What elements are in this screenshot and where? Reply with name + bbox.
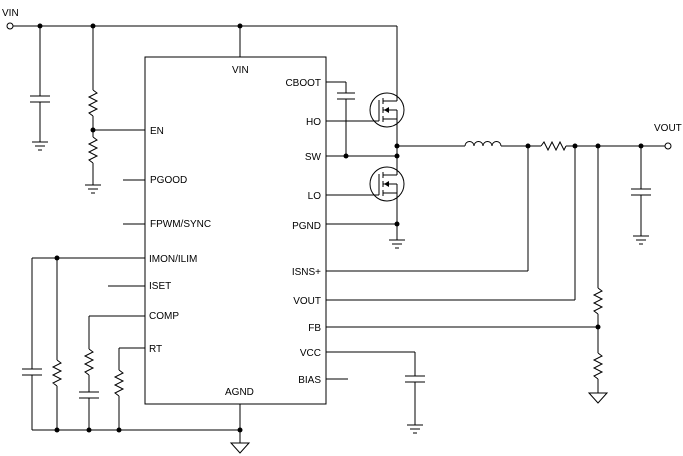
chip-pin-lo: LO bbox=[308, 191, 322, 202]
controller-ic bbox=[144, 56, 327, 405]
high-side-mosfet bbox=[369, 92, 405, 156]
comp-compensation-network bbox=[79, 315, 145, 430]
agnd-bus bbox=[32, 404, 241, 443]
ground-symbol bbox=[85, 184, 101, 194]
vin-rail bbox=[6, 22, 398, 92]
chip-pin-iset: ISET bbox=[149, 281, 171, 292]
chip-pin-bias: BIAS bbox=[298, 375, 321, 386]
vcc-capacitor bbox=[326, 351, 425, 425]
chip-pin-fpwm-sync: FPWM/SYNC bbox=[150, 219, 211, 230]
chip-pin-comp: COMP bbox=[149, 311, 179, 322]
chip-pin-sw: SW bbox=[305, 152, 322, 163]
chip-pin-pgnd: PGND bbox=[292, 221, 321, 232]
sense-resistor bbox=[540, 140, 567, 152]
vin-net-label: VIN bbox=[2, 8, 19, 19]
chip-pin-ho: HO bbox=[306, 117, 321, 128]
imon-resistor bbox=[51, 258, 63, 430]
ground-symbol bbox=[389, 239, 405, 249]
rt-resistor bbox=[113, 347, 145, 430]
chip-pin-rt: RT bbox=[149, 344, 162, 355]
chip-pin-imon-ilim: IMON/ILIM bbox=[149, 254, 197, 265]
ground-symbol bbox=[407, 424, 423, 434]
chip-pin-agnd: AGND bbox=[225, 387, 254, 398]
bootstrap-capacitor bbox=[326, 81, 355, 156]
ground-symbol bbox=[32, 141, 48, 151]
feedback-divider-resistors bbox=[592, 146, 604, 393]
chip-pin-fb: FB bbox=[308, 323, 321, 334]
input-capacitor bbox=[30, 26, 50, 142]
imon-capacitor bbox=[22, 258, 42, 430]
chip-pin-vcc: VCC bbox=[300, 348, 321, 359]
output-capacitor bbox=[631, 146, 651, 236]
output-inductor bbox=[464, 141, 502, 147]
en-divider-resistors bbox=[87, 26, 99, 185]
chip-pin-vout: VOUT bbox=[293, 296, 321, 307]
chip-pin-cboot: CBOOT bbox=[285, 78, 321, 89]
low-side-mosfet bbox=[369, 156, 405, 240]
chip-pin-en: EN bbox=[150, 126, 164, 137]
ground-symbol bbox=[633, 235, 649, 245]
chip-pin-isns-plus: ISNS+ bbox=[292, 267, 321, 278]
ground-triangle-symbol bbox=[229, 442, 251, 454]
vout-net-label: VOUT bbox=[654, 123, 682, 134]
ground-triangle-symbol bbox=[587, 392, 609, 404]
vout-terminal bbox=[664, 142, 672, 150]
chip-pin-pgood: PGOOD bbox=[150, 175, 187, 186]
chip-pin-vin: VIN bbox=[232, 65, 249, 76]
